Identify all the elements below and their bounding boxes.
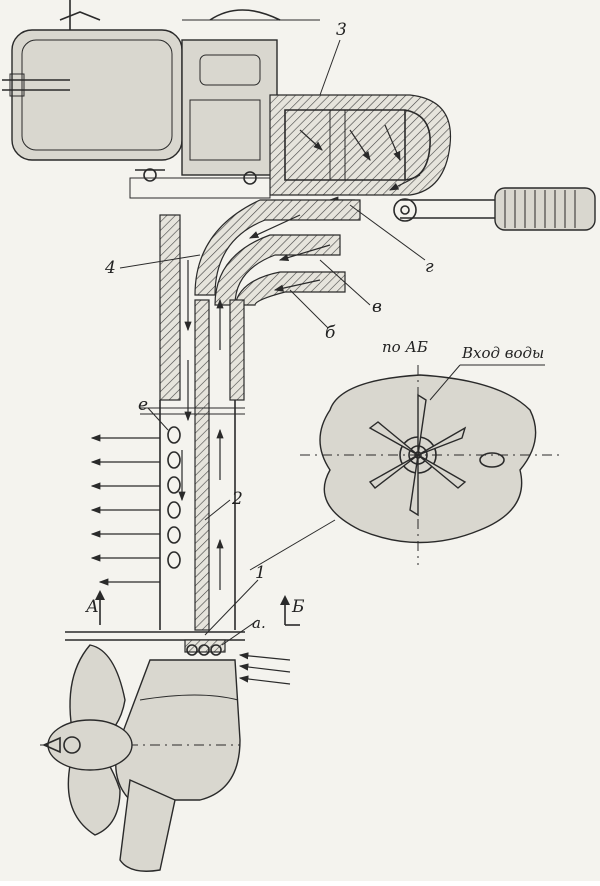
label-e: е	[138, 395, 148, 415]
label-a: а.	[252, 614, 266, 632]
label-b: б	[325, 323, 336, 343]
label-v: в	[372, 297, 382, 317]
label-1: 1	[255, 563, 266, 583]
cylinder-jacket	[269, 94, 452, 204]
section-title: по АБ	[382, 338, 428, 356]
section-view-ab	[249, 365, 560, 571]
propeller	[42, 644, 133, 836]
drive-shaft-tube	[140, 214, 245, 631]
water-inlet-label: Вход воды	[461, 344, 544, 362]
exhaust-outflow-arrows	[90, 434, 160, 586]
label-2: 2	[231, 489, 243, 509]
label-section-A: А	[85, 597, 99, 617]
leader-lines	[119, 39, 545, 646]
cavitation-plate	[65, 631, 291, 685]
tiller-handle	[393, 187, 596, 231]
exhaust-bend	[194, 199, 361, 306]
section-markers	[95, 590, 300, 626]
label-section-B: Б	[291, 597, 305, 617]
label-4: 4	[104, 258, 116, 278]
label-g: г	[425, 257, 434, 277]
exhaust-holes	[167, 426, 181, 569]
label-3: 3	[336, 20, 347, 40]
